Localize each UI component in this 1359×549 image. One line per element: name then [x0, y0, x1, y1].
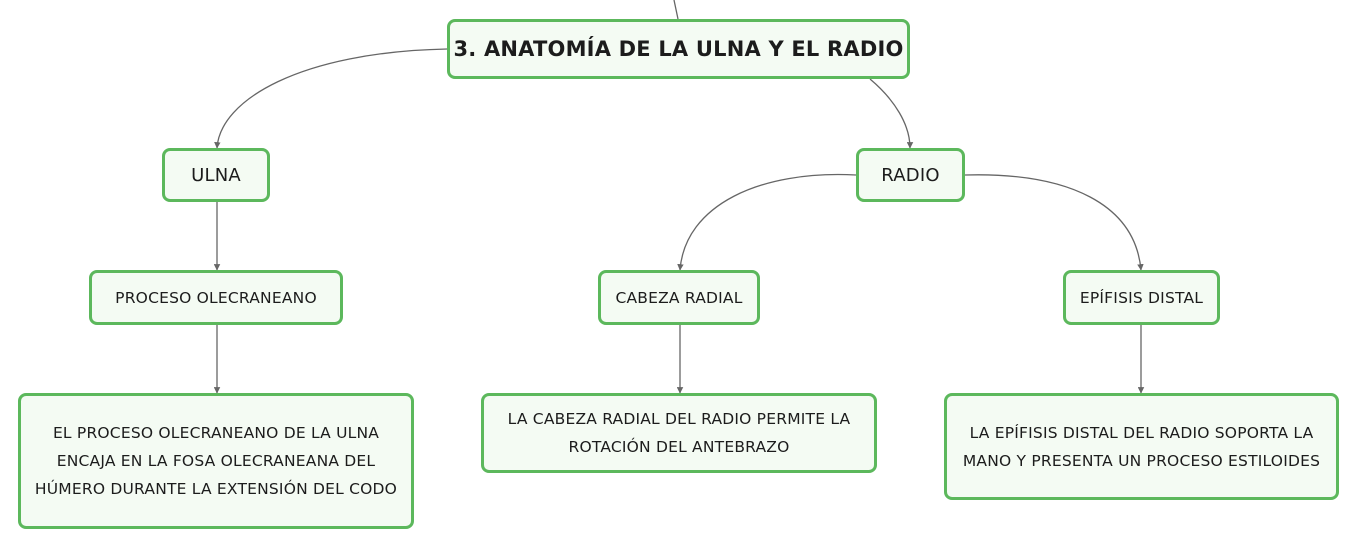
- radio-node[interactable]: RADIO: [856, 148, 965, 202]
- cabeza-radial-description: LA CABEZA RADIAL DEL RADIO PERMITE LA RO…: [507, 410, 851, 456]
- proceso-olecraneano-node[interactable]: PROCESO OLECRANEANO: [89, 270, 343, 325]
- epifisis-distal-label: EPÍFISIS DISTAL: [1079, 288, 1204, 307]
- connector-radio-to-cabeza: [677, 173, 857, 271]
- connector-root-to-ulna: [214, 48, 448, 149]
- connector-parent-to-root: [673, 0, 679, 20]
- proceso-olecraneano-label: PROCESO OLECRANEANO: [115, 288, 317, 307]
- cabeza-radial-node[interactable]: CABEZA RADIAL: [598, 270, 760, 325]
- cabeza-radial-label: CABEZA RADIAL: [615, 288, 743, 307]
- connector-root-to-radio: [869, 78, 914, 149]
- ulna-label: ULNA: [191, 164, 241, 186]
- proceso-olecraneano-description-node[interactable]: EL PROCESO OLECRANEANO DE LA ULNA ENCAJA…: [18, 393, 414, 529]
- root-topic-node[interactable]: 3. ANATOMÍA DE LA ULNA Y EL RADIO: [447, 19, 910, 79]
- root-topic-label: 3. ANATOMÍA DE LA ULNA Y EL RADIO: [453, 37, 904, 61]
- connector-radio-to-epifisis: [964, 174, 1144, 271]
- radio-label: RADIO: [881, 164, 940, 186]
- epifisis-distal-description: LA EPÍFISIS DISTAL DEL RADIO SOPORTA LA …: [962, 423, 1321, 470]
- epifisis-distal-node[interactable]: EPÍFISIS DISTAL: [1063, 270, 1220, 325]
- epifisis-distal-description-node[interactable]: LA EPÍFISIS DISTAL DEL RADIO SOPORTA LA …: [944, 393, 1339, 500]
- proceso-olecraneano-description: EL PROCESO OLECRANEANO DE LA ULNA ENCAJA…: [34, 424, 398, 498]
- ulna-node[interactable]: ULNA: [162, 148, 270, 202]
- cabeza-radial-description-node[interactable]: LA CABEZA RADIAL DEL RADIO PERMITE LA RO…: [481, 393, 877, 473]
